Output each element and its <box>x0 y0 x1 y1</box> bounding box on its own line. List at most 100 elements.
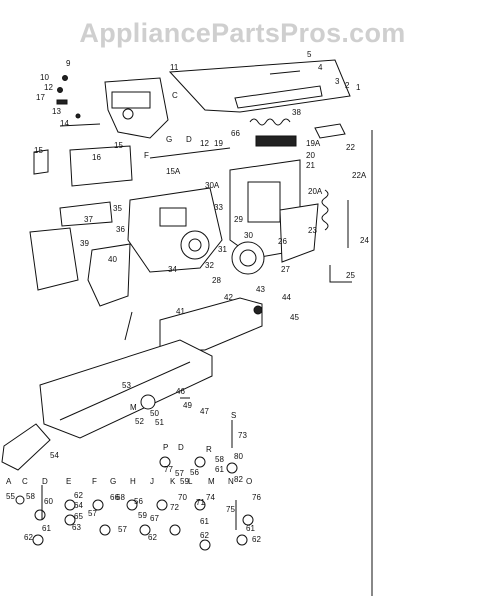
callout-c73: 73 <box>238 431 247 440</box>
callout-c19A: 19A <box>306 139 321 148</box>
callout-c30A: 30A <box>205 181 220 190</box>
callout-c31: 31 <box>218 245 227 254</box>
hardware-number-h20: 61 <box>42 524 51 533</box>
engine[interactable] <box>127 187 265 275</box>
callout-c9: 9 <box>66 59 71 68</box>
spring-38[interactable] <box>249 118 291 126</box>
hardware-number-h17: 74 <box>206 493 215 502</box>
callout-c51: 51 <box>155 418 164 427</box>
side-plate-left[interactable] <box>29 227 79 291</box>
plate-37[interactable] <box>59 201 113 227</box>
hardware-number-h1: 55 <box>6 492 15 501</box>
callout-c40: 40 <box>108 255 117 264</box>
callout-c35: 35 <box>113 204 122 213</box>
instrument-pod[interactable] <box>104 77 169 139</box>
hardware-number-h10: 57 <box>88 509 97 518</box>
hardware-number-h13: 67 <box>150 514 159 523</box>
callout-c77: 77 <box>164 465 173 474</box>
callout-cG: G <box>166 135 172 144</box>
hardware-letter-o: O <box>246 477 252 486</box>
hardware-number-h27: 62 <box>148 533 157 542</box>
hardware-letter-a: A <box>6 477 12 486</box>
callout-c47: 47 <box>200 407 209 416</box>
callout-cS: S <box>231 411 236 420</box>
grille-19a[interactable] <box>255 135 297 147</box>
callout-c58: 58 <box>215 455 224 464</box>
callout-cF: F <box>144 151 149 160</box>
hardware-letter-f: F <box>92 477 97 486</box>
callout-c50: 50 <box>150 409 159 418</box>
hardware-letter-d: D <box>42 477 48 486</box>
hardware-number-h8: 68 <box>116 493 125 502</box>
hardware-letter-e: E <box>66 477 71 486</box>
callout-c59: 59 <box>180 477 189 486</box>
callout-c54: 54 <box>50 451 59 460</box>
callout-c56: 56 <box>190 468 199 477</box>
callout-c22: 22 <box>346 143 355 152</box>
callout-c36: 36 <box>116 225 125 234</box>
rod-f[interactable] <box>149 147 231 159</box>
hardware-number-h2: 58 <box>26 492 35 501</box>
callout-c15A: 15A <box>166 167 181 176</box>
callout-c15b: 15 <box>114 141 123 150</box>
callout-c53: 53 <box>122 381 131 390</box>
callout-c5: 5 <box>307 50 312 59</box>
hardware-number-h4: 62 <box>74 491 83 500</box>
hardware-letter-m: M <box>208 477 215 486</box>
callout-c21: 21 <box>306 161 315 170</box>
callout-c22A: 22A <box>352 171 367 180</box>
hardware-letter-k: K <box>170 477 176 486</box>
dash-panel[interactable] <box>168 59 351 113</box>
callout-c39: 39 <box>80 239 89 248</box>
callout-cP: P <box>163 443 168 452</box>
hardware-number-h9: 56 <box>134 497 143 506</box>
battery-box[interactable] <box>33 145 133 187</box>
callout-c80: 80 <box>234 452 243 461</box>
callout-c33: 33 <box>214 203 223 212</box>
hardware-number-h21: 62 <box>24 533 33 542</box>
callout-c24: 24 <box>360 236 369 245</box>
fuel-cap[interactable] <box>314 123 346 139</box>
callout-c27: 27 <box>281 265 290 274</box>
main-frame[interactable] <box>39 311 213 439</box>
hardware-number-h3: 60 <box>44 497 53 506</box>
callout-c28: 28 <box>212 276 221 285</box>
rod-25[interactable] <box>329 265 352 283</box>
callout-c45: 45 <box>290 313 299 322</box>
hardware-number-h24: 61 <box>200 517 209 526</box>
callout-c82: 82 <box>234 475 243 484</box>
callout-cR: R <box>206 445 212 454</box>
callout-c12b: 12 <box>200 139 209 148</box>
hardware-number-h19: 75 <box>226 505 235 514</box>
watermark: AppliancePartsPros.com <box>79 18 406 48</box>
callout-c1: 1 <box>356 83 361 92</box>
hardware-number-h6: 65 <box>74 512 83 521</box>
callout-c11: 11 <box>170 63 179 72</box>
hardware-letter-h: H <box>130 477 136 486</box>
callout-c13: 13 <box>52 107 61 116</box>
plate-54[interactable] <box>1 423 51 471</box>
hardware-letter-n: N <box>228 477 234 486</box>
callout-c10: 10 <box>40 73 49 82</box>
callout-c61: 61 <box>215 465 224 474</box>
side-plate-39[interactable] <box>87 243 131 307</box>
switch-hardware <box>56 75 101 127</box>
hardware-number-h12: 63 <box>72 523 81 532</box>
spring-22a[interactable] <box>321 189 329 231</box>
callout-c20A: 20A <box>308 187 323 196</box>
hardware-letter-c: C <box>22 477 28 486</box>
hardware-row <box>15 456 254 551</box>
callout-c37: 37 <box>84 215 93 224</box>
callout-cC: C <box>172 91 178 100</box>
callout-c42: 42 <box>224 293 233 302</box>
callout-c32: 32 <box>205 261 214 270</box>
callout-c17: 17 <box>36 93 45 102</box>
side-panel-23[interactable] <box>279 203 319 263</box>
hardware-number-h26: 62 <box>200 531 209 540</box>
callout-c20: 20 <box>306 151 315 160</box>
hardware-number-h18: 76 <box>252 493 261 502</box>
callout-c44: 44 <box>282 293 291 302</box>
hardware-number-h25: 57 <box>118 525 127 534</box>
